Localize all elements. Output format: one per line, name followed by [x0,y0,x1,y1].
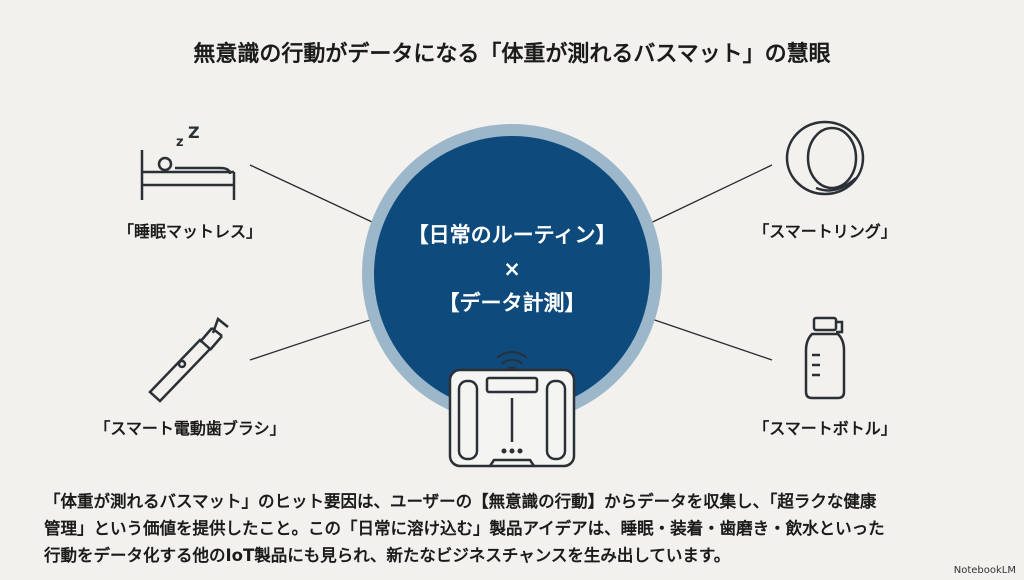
svg-text:z: z [176,135,184,150]
bed-icon: z Z [140,123,236,200]
summary-text: 「体重が測れるバスマット」のヒット要因は、ユーザーの【無意識の行動】からデータを… [44,488,994,569]
ring-icon [785,120,865,196]
svg-text:Z: Z [188,123,200,142]
center-text: 【日常のルーティン】 × 【データ計測】 [362,218,662,320]
center-circle [374,136,650,412]
notebooklm-brand: NotebookLM [953,565,1016,576]
center-line-routine: 【日常のルーティン】 [407,223,617,247]
connector-line [249,314,386,361]
connector-line [249,164,386,229]
label-smart-toothbrush: 「スマート電動歯ブラシ」 [94,419,286,438]
bath-scale-icon [448,351,576,468]
connector-line [639,314,773,361]
summary-line: 管理」という価値を提供したこと。この「日常に溶け込む」製品アイデアは、睡眠・装着… [44,519,885,538]
label-smart-ring: 「スマートリング」 [753,222,897,241]
connector-line [639,164,773,229]
label-sleep-mattress: 「睡眠マットレス」 [117,222,262,241]
page-title: 無意識の行動がデータになる「体重が測れるバスマット」の慧眼 [193,42,831,67]
summary-line: 行動をデータ化する他のIoT製品にも見られ、新たなビジネスチャンスを生み出してい… [44,546,731,565]
toothbrush-icon [148,316,229,403]
summary-line: 「体重が測れるバスマット」のヒット要因は、ユーザーの【無意識の行動】からデータを… [44,492,877,511]
bottle-icon [804,316,846,400]
center-line-measure: 【データ計測】 [438,291,586,315]
center-line-times: × [503,257,521,281]
label-smart-bottle: 「スマートボトル」 [753,419,897,438]
